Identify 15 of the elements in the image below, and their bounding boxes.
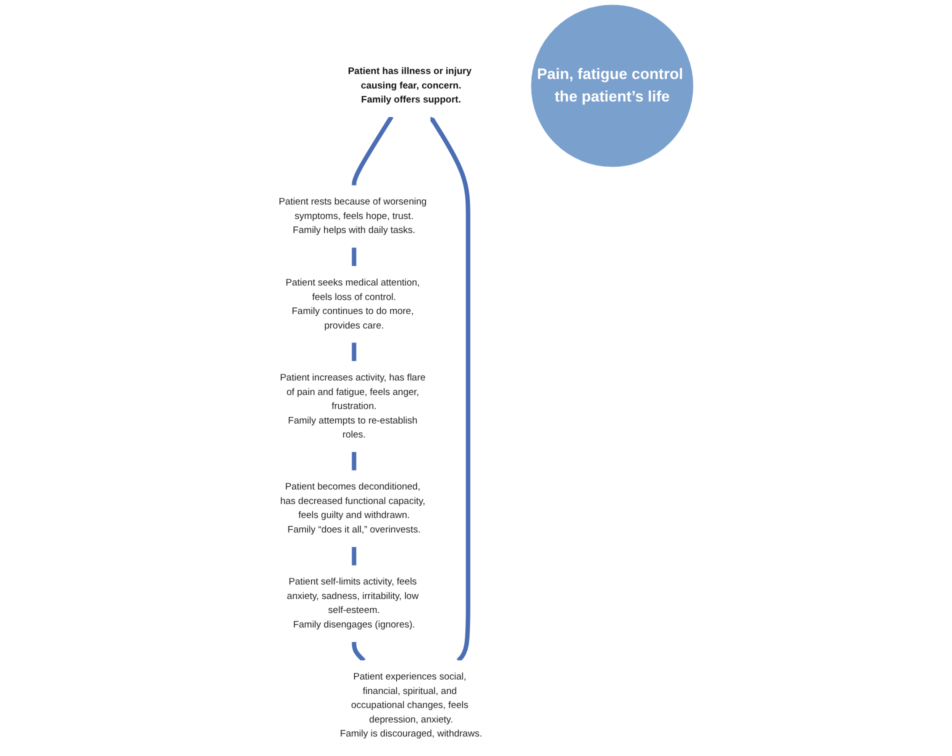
connector [352, 641, 366, 662]
connector [352, 246, 356, 267]
node-text: Patient increases activity, has flare of pain and fatigue, feels anger, frustration. Family attempts to re-establish roles. [280, 372, 426, 440]
node-circle: Pain, fatigue control the patient’s life [531, 4, 694, 167]
node-text: Patient self-limits activity, feels anxiety, sadness, irritability, low self-esteem. Family disengages (ignores). [286, 576, 419, 630]
node-text: Patient has illness or injury causing fear, concern. Family offers support. [348, 66, 472, 105]
node-text: Patient experiences social, financial, spiritual, and occupational changes, feels depression, anxiety. Family is discouraged, withdraws. [340, 671, 482, 740]
connector [352, 342, 356, 362]
arrow [430, 116, 470, 662]
node-text: Patient becomes deconditioned, has decreased functional capacity, feels guilty and withdrawn. Family “does it all,” overinvests. [280, 481, 426, 535]
connector [352, 116, 394, 186]
connector [352, 546, 356, 566]
connector [352, 451, 356, 472]
node-text: Patient rests because of worsening symptoms, feels hope, trust. Family helps with daily tasks. [278, 196, 427, 236]
node-text: Patient seeks medical attention, feels loss of control. Family continues to do more, provides care. [286, 277, 420, 331]
